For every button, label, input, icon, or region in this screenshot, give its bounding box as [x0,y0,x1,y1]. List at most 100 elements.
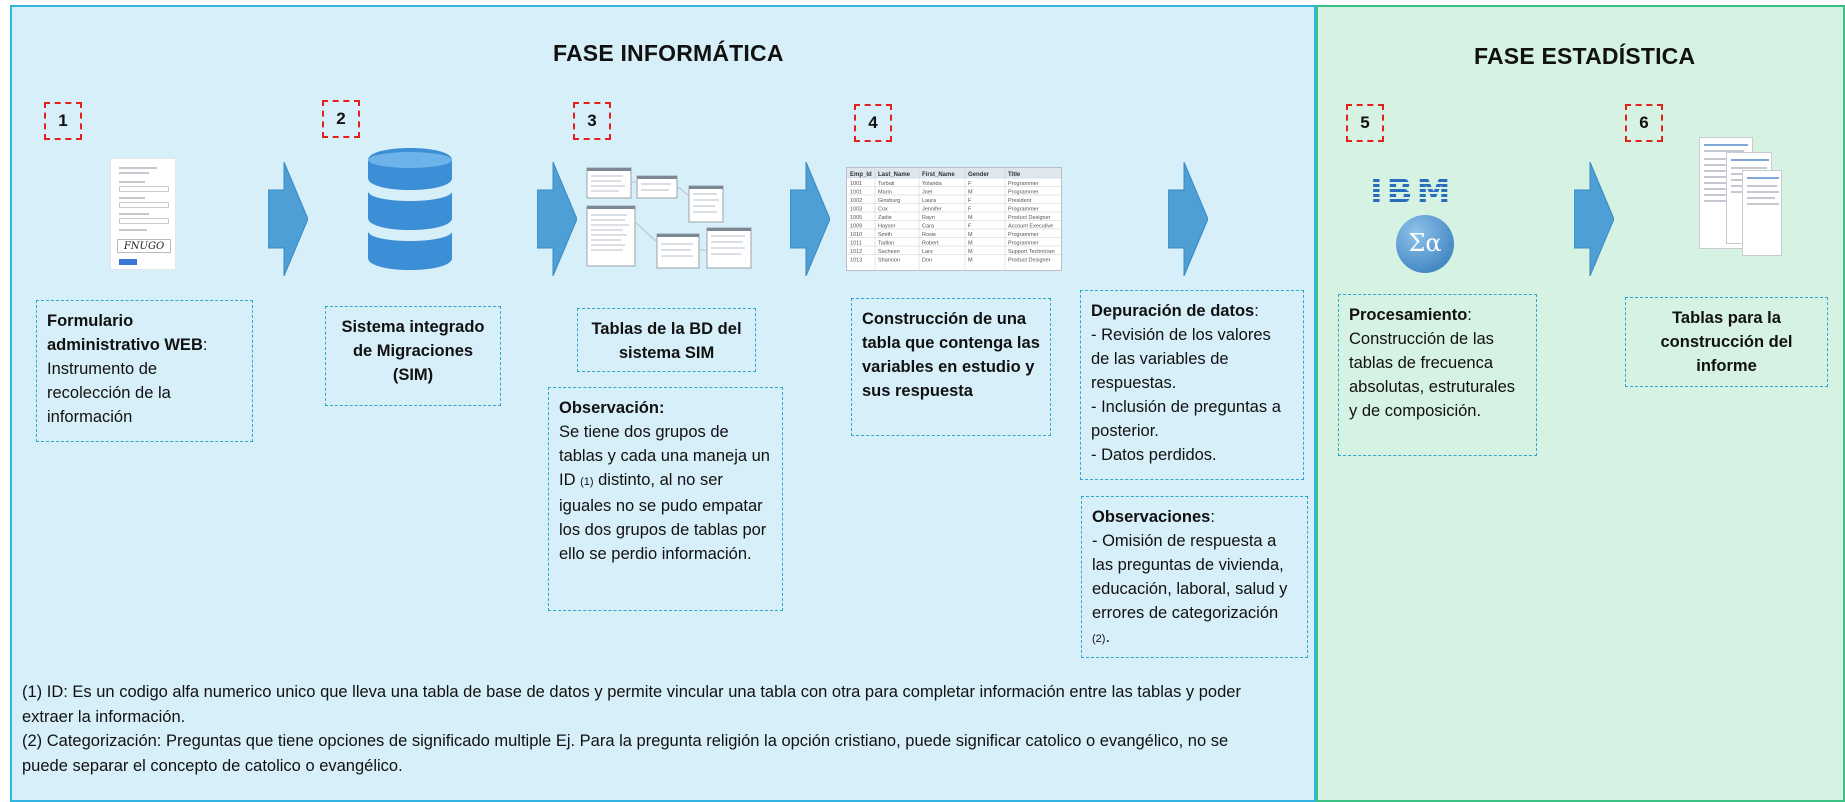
db-schema-thumbnail [586,167,752,269]
mini-table-cell: Don [922,258,932,264]
flow-arrow-2 [537,162,577,276]
observacion-3-ref: (1) [580,476,594,488]
mini-table-cell: Programmer [1008,232,1039,238]
mini-table-cell: 1012 [850,249,862,255]
step-1-title: Formulario administrativo WEB [47,312,203,354]
step-6-box: Tablas para la construcción del informe [1625,297,1828,387]
step-5-separator: : [1467,306,1472,324]
footnote-1: (1) ID: Es un codigo alfa numerico unico… [22,683,1241,726]
observaciones-box: Observaciones: - Omisión de respuesta a … [1081,496,1308,658]
fase-informatica-panel [10,5,1316,802]
depuracion-line-1: - Revisión de los valores de las variabl… [1091,326,1271,392]
step-number-6: 6 [1625,104,1663,142]
mini-table-cell: Product Designer [1008,258,1051,264]
ibm-logo: IBM [1370,174,1474,210]
mini-table-cell: Shannon [878,258,900,264]
mini-table-cell: 1001 [850,190,862,196]
mini-table-cell: F [968,224,972,230]
mini-table-cell: 1010 [850,232,862,238]
mini-table-cell: M [968,241,973,247]
step-2-title: Sistema integrado de Migraciones (SIM) [341,318,485,384]
step-number-2: 2 [322,100,360,138]
flow-arrow-1 [268,162,308,276]
mini-table-cell: M [968,249,973,255]
step-number-5: 5 [1346,104,1384,142]
step-1-separator: : [202,336,208,354]
mini-table-cell: Lars [922,249,933,255]
step-5-box: Procesamiento: Construcción de las tabla… [1338,294,1537,456]
mini-table-cell: M [968,215,973,221]
database-icon [368,148,452,270]
step-5-title: Procesamiento [1349,306,1468,324]
footnote-2: (2) Categorización: Preguntas que tiene … [22,732,1229,775]
step-2-box: Sistema integrado de Migraciones (SIM) [325,306,501,406]
mini-table-cell: Programmer [1008,181,1039,187]
step-number-1: 1 [44,102,82,140]
mini-table-cell: Support Technician [1008,249,1055,255]
mini-table-cell: Rayn [922,215,935,221]
depuracion-box: Depuración de datos: - Revisión de los v… [1080,290,1304,480]
captcha-text: FNUGO [117,239,171,253]
mini-table-cell: Ginsburg [878,198,900,204]
observaciones-title: Observaciones [1092,508,1211,526]
mini-table-cell: F [968,207,972,213]
mini-table-cell: Sacheen [878,249,900,255]
mini-table-cell: 1002 [850,198,862,204]
observacion-3-box: Observación: Se tiene dos grupos de tabl… [548,387,783,611]
mini-table-cell: Cox [878,207,888,213]
mini-table-cell: F [968,181,972,187]
observaciones-body: - Omisión de respuesta a las preguntas d… [1092,532,1288,622]
depuracion-title: Depuración de datos [1091,302,1255,320]
step-4-box: Construcción de una tabla que contenga l… [851,298,1051,436]
mini-table-cell: Tadlon [878,241,894,247]
fase-estadistica-panel [1316,5,1845,802]
mini-table-header-cell: Title [1008,172,1021,178]
mini-table-cell: Jennifer [922,207,942,213]
step-number-3: 3 [573,102,611,140]
mini-table-cell: Yolanda [922,181,943,187]
step-6-title: Tablas para la construcción del informe [1660,309,1793,375]
mini-table-cell: F [968,198,972,204]
mini-table-cell: Product Designer [1008,215,1051,221]
mini-table-cell: Zadie [878,215,892,221]
mini-table-header-bg [847,168,1061,178]
mini-table-cell: 1011 [850,241,862,247]
web-form-thumbnail: FNUGO [110,158,176,270]
mini-table-cell: President [1008,198,1032,204]
step-1-box: Formulario administrativo WEB: Instrumen… [36,300,253,442]
mini-table-header-cell: First_Name [922,172,955,178]
mini-table-cell: Joel [922,190,932,196]
depuracion-line-3: - Datos perdidos. [1091,446,1217,464]
step-1-body: Instrumento de recolección de la informa… [47,360,171,426]
mini-table-cell: Smith [878,232,892,238]
observacion-3-body-2: distinto, al no ser iguales no se pudo e… [559,471,767,563]
mini-table-cell: Programmer [1008,241,1039,247]
flow-arrow-4 [1168,162,1208,276]
fase-informatica-title: FASE INFORMÁTICA [553,40,784,66]
step-3-box: Tablas de la BD del sistema SIM [577,308,756,372]
step-5-body: Construcción de las tablas de frecuenca … [1349,330,1516,420]
mini-table-cell: Programmer [1008,207,1039,213]
mini-table-header-cell: Last_Name [878,172,911,178]
mini-table-cell: M [968,190,973,196]
mini-table-cell: Hayser [878,224,896,230]
mini-table-cell: 1003 [850,207,862,213]
mini-table-cell: 1001 [850,181,862,187]
mini-table-cell: 1009 [850,224,862,230]
mini-table-cell: Laura [922,198,937,204]
depuracion-line-2: - Inclusión de preguntas a posterior. [1091,398,1281,440]
mini-table-cell: Marin [878,190,892,196]
report-page-front-icon [1742,170,1782,256]
mini-table-cell: 1005 [850,215,862,221]
mini-table-cell: Torbati [878,181,895,187]
observacion-3-title: Observación: [559,399,665,417]
mini-table-cell: Cara [922,224,935,230]
mini-table-header-cell: Emp_Id [850,172,872,178]
mini-table-cell: 1013 [850,258,862,264]
observacion-3-body: Se tiene dos grupos de tablas y cada una… [559,423,770,489]
footnotes: (1) ID: Es un codigo alfa numerico unico… [22,680,1262,778]
observaciones-separator: : [1210,508,1215,526]
fase-estadistica-title: FASE ESTADÍSTICA [1474,43,1696,69]
step-number-4: 4 [854,104,892,142]
